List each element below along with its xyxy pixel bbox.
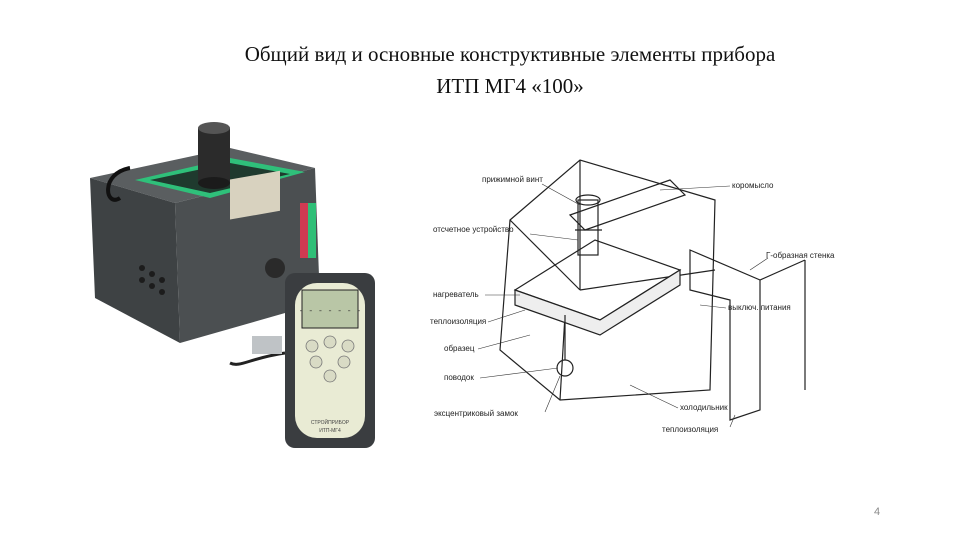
diagram-drawing — [499, 159, 806, 421]
label-reading-device: отсчетное устройство — [433, 225, 514, 234]
meter-button — [309, 355, 323, 369]
clamp-cylinder — [198, 122, 230, 189]
label-rocker: коромысло — [732, 181, 774, 190]
meter-button — [337, 355, 351, 369]
meter-model: ИТП-МГ4 — [319, 428, 341, 434]
meter-button — [305, 339, 319, 353]
device-photo: - - - - - - - СТРОЙПРИБОР ИТП-МГ4 — [90, 122, 375, 448]
slide-title-line-1: Общий вид и основные конструктивные элем… — [244, 42, 776, 66]
label-eccentric-lock: эксцентриковый замок — [434, 409, 518, 418]
handheld-meter: - - - - - - - СТРОЙПРИБОР ИТП-МГ4 — [285, 273, 375, 448]
label-heater: нагреватель — [433, 290, 479, 299]
meter-button — [323, 335, 337, 349]
label-leash: поводок — [444, 373, 474, 382]
construction-diagram: прижимной винт коромысло отсчетное устро… — [430, 159, 835, 434]
knob-icon — [265, 258, 285, 278]
meter-screen-text: - - - - - - - — [299, 307, 361, 316]
page-number: 4 — [874, 506, 881, 518]
leader-lines — [477, 183, 769, 428]
label-insulation-left: теплоизоляция — [430, 317, 486, 326]
meter-button — [341, 339, 355, 353]
label-sample: образец — [444, 344, 475, 353]
label-insulation-right: теплоизоляция — [662, 425, 718, 434]
meter-brand: СТРОЙПРИБОР — [311, 418, 350, 426]
connector — [252, 336, 282, 354]
meter-button — [323, 369, 337, 383]
label-l-wall: Г-образная стенка — [766, 251, 835, 260]
label-clamp-screw: прижимной винт — [482, 175, 543, 184]
slide-title-line-2: ИТП МГ4 «100» — [436, 74, 584, 98]
label-fridge: холодильник — [680, 403, 728, 412]
meter-screen — [301, 289, 359, 329]
label-power-input: выключ. питания — [728, 303, 791, 312]
